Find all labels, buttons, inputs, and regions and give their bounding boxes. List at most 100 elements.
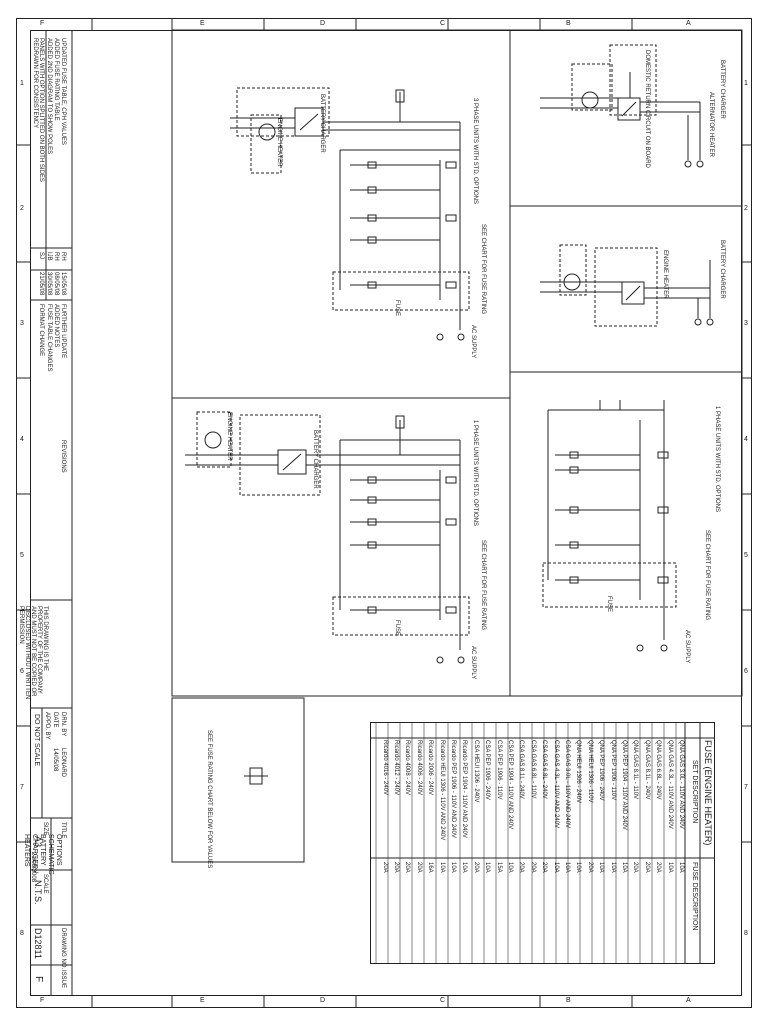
zone-number-7-right: 7 <box>744 784 748 791</box>
fuse-table-fuse-header: FUSE DESCRIPTION <box>691 862 698 931</box>
fuse-table-set-cell: Ricardo PEP 1906 - 110V AND 240V <box>450 740 456 838</box>
zone-letter-bottom-a: A <box>686 997 691 1004</box>
drawn-by: LEONARD <box>60 748 66 778</box>
zone-number-2: 2 <box>20 205 24 212</box>
fuse-table-set-cell: CSA GAS 4.3L - 110V AND 240V <box>552 740 559 829</box>
fuse-table-fuse-cell: 20A <box>381 862 388 873</box>
fuse-table-fuse-cell: 10A <box>666 862 673 873</box>
annotation-domestic-ur: DOMESTIC RETURN CIRCUIT ON BOARD <box>644 50 650 168</box>
drawing-scale: N.T.S. <box>33 880 43 905</box>
do-not-scale: DO NOT SCALE <box>33 714 40 766</box>
fuse-table-set-cell: Ricardo 4012 - 240V <box>393 740 399 796</box>
fuse-table-set-cell: CSA PEP 1904 - 110V AND 240V <box>507 740 513 830</box>
annotation-1phase-ll: 1 PHASE UNITS WITH STD. OPTIONS <box>472 420 478 527</box>
fuse-table-fuse-cell: 16A <box>427 862 434 873</box>
revision-change-1-by: SJ <box>38 252 44 260</box>
fuse-table-set-cell: QNA GAS 3.0L - 110V AND 240V <box>678 740 684 829</box>
fuse-table-set-cell: QNA PEP 1906 - 110V <box>609 740 616 801</box>
drawing-date: 14/05/08 <box>52 748 58 772</box>
approved-label: APPD. BY <box>44 712 50 740</box>
annotation-1phase-lr: 1 PHASE UNITS WITH STD. OPTIONS <box>714 406 720 513</box>
zone-letter-top-f: F <box>40 20 45 27</box>
zone-letter-bottom-f: F <box>40 997 45 1004</box>
fuse-table-set-cell: CSA GAS 3.0L - 110V AND 240V <box>564 740 570 829</box>
sheet-size: A3 <box>33 836 43 848</box>
fuse-table-fuse-cell: 20A <box>643 862 650 873</box>
fuse-table-fuse-cell: 10A <box>461 862 468 873</box>
fuse-table-set-cell: CSA PEP 1906 - 110V <box>495 740 502 800</box>
fuse-table-fuse-cell: 10A <box>450 862 456 873</box>
fuse-table-set-cell: CSA GAS 6.8L - 110V <box>529 740 536 799</box>
fuse-table-fuse-cell: 10A <box>678 862 684 873</box>
copyright-warning: THIS DRAWING IS THE PROPERTY OF THE COMP… <box>18 606 48 700</box>
zone-number-8: 8 <box>20 930 24 937</box>
revision-change-4-by: RH <box>60 252 66 261</box>
fuse-table-fuse-cell: 10A <box>438 862 445 873</box>
zone-letter-bottom-e: E <box>200 997 205 1004</box>
revision-change-3-desc: ADDED NOTES <box>53 304 59 348</box>
fuse-table-fuse-cell: 10A <box>575 862 582 873</box>
zone-letter-top-d: D <box>320 20 326 27</box>
date-label: DATE <box>52 712 58 728</box>
fuse-table-set-cell: Ricardo 4006 - 240V <box>415 740 422 796</box>
zone-letter-top-e: E <box>200 20 205 27</box>
annotation-battery-charger-ul: BATTERY CHARGER <box>319 94 325 153</box>
zone-number-4-right: 4 <box>744 436 748 443</box>
revision-change-3-by: RH <box>53 252 59 261</box>
revision-note-2: ADDED 2ND DIAGRAM TO SHOW POLES <box>46 38 52 155</box>
revision-change-4-date: 15/05/08 <box>60 272 66 296</box>
zone-letter-top-b: B <box>566 20 571 27</box>
revision-change-3-date: 08/05/08 <box>53 272 59 296</box>
fuse-table-title: FUSE (ENGINE HEATER) <box>703 740 713 846</box>
zone-number-5-right: 5 <box>744 552 748 559</box>
fuse-table-set-cell: CSA GAS 6.8L - 240V <box>541 740 548 799</box>
zone-number-4: 4 <box>20 436 24 443</box>
zone-letter-bottom-b: B <box>566 997 571 1004</box>
revision-change-2-date: 30/05/08 <box>46 272 52 296</box>
annotation-fuse-ul: FUSE <box>394 300 400 317</box>
zone-number-8-right: 8 <box>744 930 748 937</box>
revision-note-4: UPDATED FUSE TABLE, CPH VALUES <box>60 38 66 145</box>
fuse-table-fuse-cell: 10A <box>598 862 605 873</box>
sheet-outer-border <box>16 18 752 1008</box>
zone-number-7: 7 <box>20 784 24 791</box>
drawing-number: D12811 <box>33 928 43 959</box>
zone-number-1-right: 1 <box>744 80 748 87</box>
fuse-table-set-cell: QNA GAS 8.1L - 110V <box>632 740 639 800</box>
zone-number-6-right: 6 <box>744 668 748 675</box>
fuse-table-set-cell: QNA PEP 1906 - 240V <box>598 740 605 801</box>
fuse-table-fuse-cell: 20A <box>586 862 593 873</box>
fuse-table-fuse-cell: 20A <box>415 862 422 873</box>
fuse-table-set-cell: CSA PEP 1906 - 240V <box>484 740 491 800</box>
issue-letter: F <box>33 976 44 983</box>
fuse-table-set-cell: QNA HEUI 1306 - 110V <box>586 740 593 803</box>
fuse-table-fuse-cell: 20A <box>655 862 662 873</box>
fuse-table-fuse-cell: 10A <box>552 862 559 873</box>
revision-note-5: REDRAWN FOR CONSISTENCY <box>32 38 38 129</box>
annotation-fuse-lr: FUSE <box>606 596 612 613</box>
annotation-ac-supply-ll: AC SUPPLY <box>470 646 476 680</box>
fuse-table-set-cell: QNA GAS 4.3L - 110V AND 240V <box>666 740 673 829</box>
fuse-table-fuse-cell: 10A <box>564 862 570 873</box>
fuse-table-fuse-cell: 10A <box>507 862 513 873</box>
zone-number-5: 5 <box>20 552 24 559</box>
fuse-table-fuse-cell: 20A <box>518 862 525 873</box>
size-label: SIZE <box>42 822 48 836</box>
annotation-battery-charger-ur: BATTERY CHARGER <box>719 60 725 119</box>
annotation-ac-supply-ul: AC SUPPLY <box>470 325 476 359</box>
drawing-number-label: DRAWING NO. <box>60 928 66 970</box>
fuse-table-set-header: SET DESCRIPTION <box>691 760 698 824</box>
annotation-engine-heater-ul: ENGINE HEATER <box>276 118 282 167</box>
zone-letter-bottom-c: C <box>440 997 446 1004</box>
drawn-by-label: DRN. BY <box>60 712 66 737</box>
revisions-header: REVISIONS <box>60 440 66 473</box>
annotation-engine-heater-ll: ENGINE HEATER <box>226 412 232 461</box>
fuse-rating-table <box>370 722 715 964</box>
annotation-battery-charger-mr: BATTERY CHARGER <box>719 240 725 299</box>
annotation-fuse-rating-ul: SEE CHART FOR FUSE RATING <box>480 224 486 315</box>
zone-letter-top-a: A <box>686 20 691 27</box>
issue-label: ISSUE <box>60 970 66 989</box>
revision-change-1-desc: FORMAT CHANGE <box>38 304 44 357</box>
fuse-table-set-cell: Ricardo 2006 - 240V <box>427 740 434 796</box>
